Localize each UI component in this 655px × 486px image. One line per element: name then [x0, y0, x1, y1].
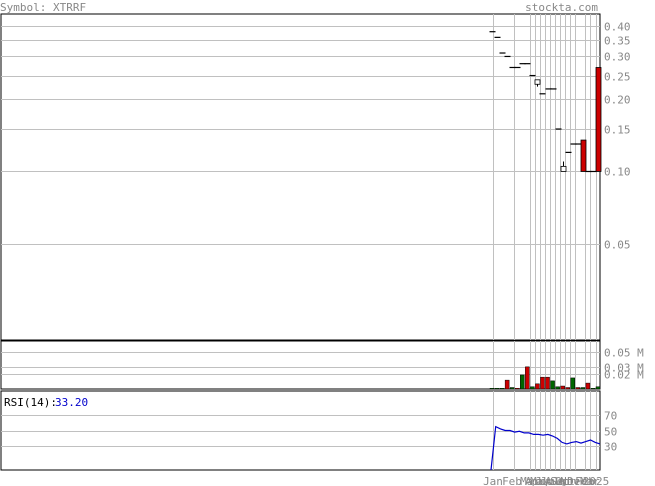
- volume-bar: [560, 385, 565, 390]
- volume-bar: [520, 374, 525, 390]
- volume-panel: [0, 340, 601, 390]
- volume-bar: [550, 380, 555, 390]
- x-tick-label: Aug: [545, 475, 565, 486]
- candle-body: [534, 79, 541, 85]
- volume-bar: [509, 387, 515, 390]
- volume-bar: [545, 376, 550, 390]
- rsi-value: 33.20: [55, 396, 88, 409]
- x-tick-label: Mar: [520, 475, 540, 486]
- rsi-panel: [0, 390, 601, 471]
- grid: [0, 13, 601, 471]
- x-tick-label: May: [530, 475, 550, 486]
- rsi-tick-label: 30: [604, 441, 617, 454]
- axis-labels: 0.400.35 0.30 0.25 0.20 0.15 0.10 0.05 0.05 M 0.…: [483, 21, 644, 486]
- x-tick-label: 2025: [583, 475, 610, 486]
- x-tick-label: Jan: [483, 475, 503, 486]
- x-tick-label: Feb: [575, 475, 595, 486]
- x-tick-label: Mar: [580, 475, 600, 486]
- x-tick-label: Dec: [567, 475, 587, 486]
- volume-bar: [540, 376, 545, 390]
- x-tick-label: Feb: [502, 475, 522, 486]
- x-tick-label: Oct: [555, 475, 575, 486]
- price-panel: [0, 13, 601, 341]
- rsi-line: [490, 425, 601, 471]
- price-tick-label: 0.25: [604, 71, 631, 84]
- volume-bar: [489, 388, 495, 390]
- volume-bar: [535, 383, 540, 390]
- price-tick-label: 0.05: [604, 239, 631, 252]
- price-tick-label: 0.30: [604, 51, 631, 64]
- price-tick-label: 0.40: [604, 21, 631, 34]
- volume-tick-label: 0.03 M: [604, 362, 644, 375]
- volume-bar: [590, 388, 596, 390]
- rsi-label: RSI(14):: [4, 396, 57, 409]
- candle-body: [595, 67, 602, 172]
- volume-bar: [504, 379, 510, 390]
- price-tick-label: 0.15: [604, 124, 631, 137]
- volume-tick-label: 0.05 M: [604, 347, 644, 360]
- volume-bar: [580, 387, 586, 390]
- volume-bar: [555, 386, 560, 390]
- price-tick-label: 0.20: [604, 94, 631, 107]
- rsi-tick-label: 70: [604, 410, 617, 423]
- volume-bar: [565, 387, 570, 390]
- volume-bar: [585, 382, 591, 390]
- rsi-tick-label: 50: [604, 426, 617, 439]
- x-tick-label: Nov: [560, 475, 580, 486]
- x-tick-label: Jul: [540, 475, 560, 486]
- x-tick-label: Apr: [525, 475, 545, 486]
- volume-bar: [514, 388, 520, 390]
- volume-bar: [525, 366, 530, 390]
- candle-body: [560, 165, 567, 172]
- price-tick-label: 0.35: [604, 35, 631, 48]
- price-tick-label: 0.10: [604, 166, 631, 179]
- site-name: stockta.com: [525, 1, 598, 14]
- volume-bar: [494, 388, 500, 390]
- x-tick-label: Sep: [550, 475, 570, 486]
- symbol-label: Symbol: XTRRF: [0, 1, 86, 14]
- volume-bar: [595, 386, 601, 390]
- chart-marks: [489, 31, 602, 471]
- volume-bar: [499, 388, 505, 390]
- volume-bar: [530, 386, 535, 390]
- x-tick-label: Jun: [535, 475, 555, 486]
- volume-tick-label: 0.02 M: [604, 369, 644, 382]
- volume-bar: [570, 377, 576, 390]
- candle-body: [580, 139, 587, 172]
- volume-bar: [575, 387, 581, 390]
